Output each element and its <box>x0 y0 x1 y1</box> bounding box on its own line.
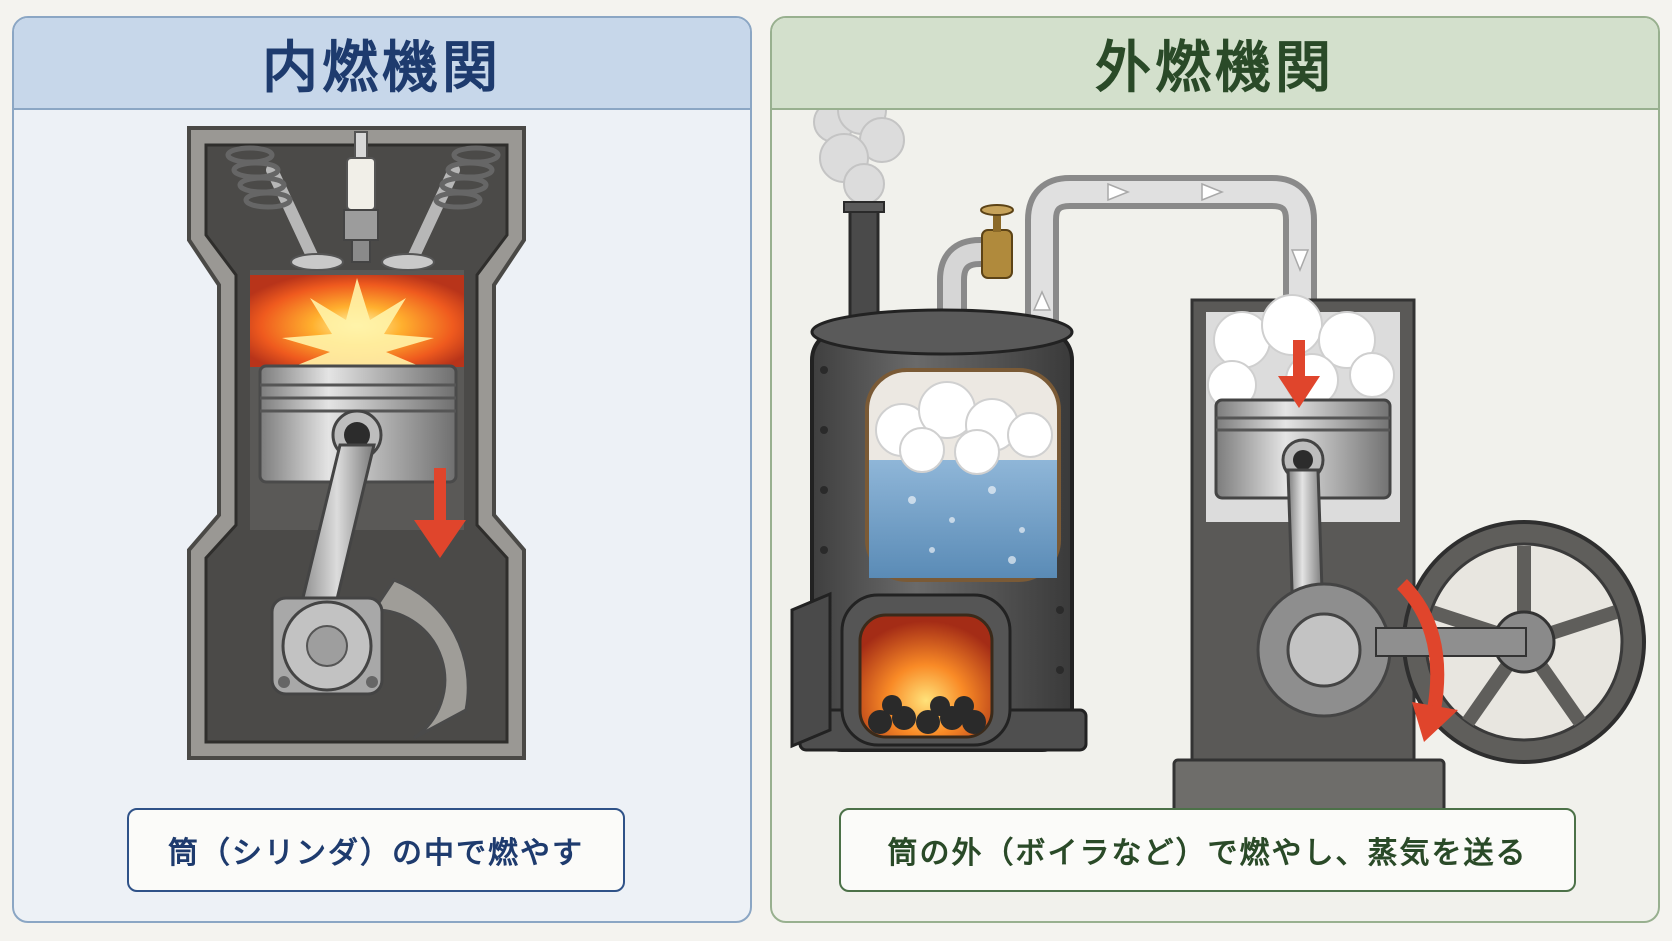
internal-combustion-illustration <box>187 126 526 760</box>
external-combustion-illustration <box>790 110 1646 810</box>
flywheel-rotation-arrow <box>1396 579 1458 742</box>
intake-valve <box>225 145 344 271</box>
exhaust-valve <box>381 145 501 271</box>
steam-cylinder <box>1172 294 1446 810</box>
furnace-door <box>790 591 832 749</box>
steam-pipe <box>937 175 1317 350</box>
internal-combustion-caption: 筒（シリンダ）の中で燃やす <box>127 808 625 892</box>
internal-combustion-title: 内燃機関 <box>14 18 750 110</box>
external-combustion-caption: 筒の外（ボイラなど）で燃やし、蒸気を送る <box>839 808 1576 892</box>
external-combustion-title: 外燃機関 <box>772 18 1658 110</box>
boiler <box>790 308 1088 752</box>
piston-down-arrow <box>414 468 466 558</box>
chimney-smoke <box>813 110 905 205</box>
chimney <box>848 204 880 328</box>
flywheel <box>1375 520 1646 764</box>
coal-pile <box>868 695 986 734</box>
spark-plug <box>343 131 379 263</box>
boiler-steam <box>875 381 1053 475</box>
external-combustion-panel: 外燃機関 <box>770 16 1660 923</box>
steam-valve <box>980 204 1014 279</box>
internal-combustion-panel: 内燃機関 <box>12 16 752 923</box>
combustion-flame <box>250 275 464 368</box>
crankshaft <box>270 578 470 740</box>
